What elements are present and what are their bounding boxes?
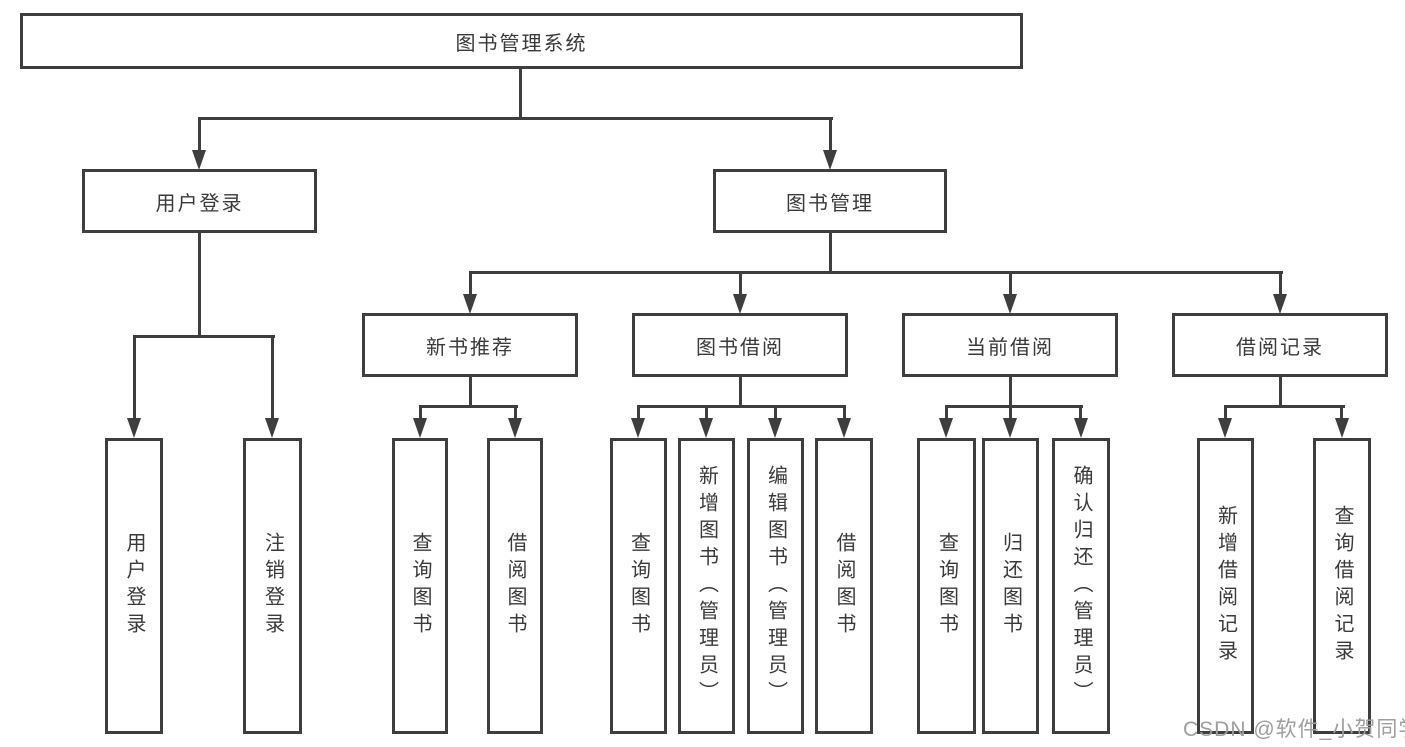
connector-vline	[1279, 272, 1282, 296]
connector-vline	[1009, 376, 1012, 407]
connector-vline	[469, 272, 472, 296]
node-borrow-records: 借阅记录	[1172, 313, 1388, 377]
connector-vline	[739, 272, 742, 296]
connector-hline	[1224, 405, 1345, 408]
arrow-down-icon	[1074, 418, 1088, 438]
connector-vline	[637, 406, 640, 420]
arrow-down-icon	[127, 418, 141, 438]
connector-vline	[1009, 406, 1012, 420]
watermark: CSDN @软件_小贺同学	[1183, 718, 1405, 741]
connector-vline	[1079, 406, 1082, 420]
leaf-br-query-record: 查询借阅记录	[1313, 438, 1371, 734]
leaf-br-add-record: 新增借阅记录	[1197, 438, 1254, 734]
connector-vline	[705, 406, 708, 420]
connector-vline	[1009, 272, 1012, 296]
leaf-bb-query-books: 查询图书	[610, 438, 667, 734]
node-new-book-recommend: 新书推荐	[362, 313, 578, 377]
connector-hline	[469, 271, 1283, 274]
connector-hline	[637, 405, 846, 408]
arrow-down-icon	[768, 418, 782, 438]
connector-hline	[133, 335, 275, 338]
arrow-down-icon	[1273, 294, 1287, 314]
node-user-login: 用户登录	[82, 169, 317, 233]
connector-vline	[469, 376, 472, 407]
connector-hline	[945, 405, 1083, 408]
arrow-down-icon	[1335, 418, 1349, 438]
leaf-bb-edit-books-admin: 编辑图书（管理员）	[747, 438, 804, 734]
connector-vline	[514, 406, 517, 420]
connector-hline	[198, 117, 833, 120]
arrow-down-icon	[1003, 418, 1017, 438]
leaf-user-login: 用户登录	[105, 438, 163, 734]
connector-vline	[1224, 406, 1227, 420]
arrow-down-icon	[413, 418, 427, 438]
node-library-management-system: 图书管理系统	[20, 13, 1023, 69]
connector-vline	[271, 336, 274, 420]
leaf-nbr-borrow-books: 借阅图书	[487, 438, 543, 734]
connector-vline	[774, 406, 777, 420]
arrow-down-icon	[508, 418, 522, 438]
arrow-down-icon	[823, 150, 837, 170]
connector-vline	[419, 406, 422, 420]
node-book-borrow: 图书借阅	[632, 313, 848, 377]
leaf-nbr-query-books: 查询图书	[392, 438, 448, 734]
node-book-management: 图书管理	[713, 169, 947, 233]
connector-vline	[829, 232, 832, 274]
arrow-down-icon	[1218, 418, 1232, 438]
arrow-down-icon	[1003, 294, 1017, 314]
connector-vline	[519, 68, 522, 120]
arrow-down-icon	[192, 150, 206, 170]
connector-hline	[419, 405, 518, 408]
connector-vline	[739, 376, 742, 407]
leaf-bb-add-books-admin: 新增图书（管理员）	[678, 438, 735, 734]
leaf-bb-borrow-books: 借阅图书	[815, 438, 873, 734]
leaf-logout-login: 注销登录	[243, 438, 302, 734]
arrow-down-icon	[733, 294, 747, 314]
connector-vline	[1279, 376, 1282, 407]
connector-vline	[945, 406, 948, 420]
leaf-cb-confirm-return-admin: 确认归还（管理员）	[1052, 438, 1110, 734]
leaf-cb-return-books: 归还图书	[982, 438, 1039, 734]
arrow-down-icon	[939, 418, 953, 438]
arrow-down-icon	[837, 418, 851, 438]
arrow-down-icon	[265, 418, 279, 438]
leaf-cb-query-books: 查询图书	[917, 438, 976, 734]
connector-vline	[133, 336, 136, 420]
connector-vline	[198, 118, 201, 153]
arrow-down-icon	[631, 418, 645, 438]
connector-vline	[198, 232, 201, 338]
node-current-borrow: 当前借阅	[902, 313, 1118, 377]
arrow-down-icon	[463, 294, 477, 314]
connector-vline	[843, 406, 846, 420]
arrow-down-icon	[699, 418, 713, 438]
connector-vline	[1340, 406, 1343, 420]
connector-vline	[829, 118, 832, 153]
